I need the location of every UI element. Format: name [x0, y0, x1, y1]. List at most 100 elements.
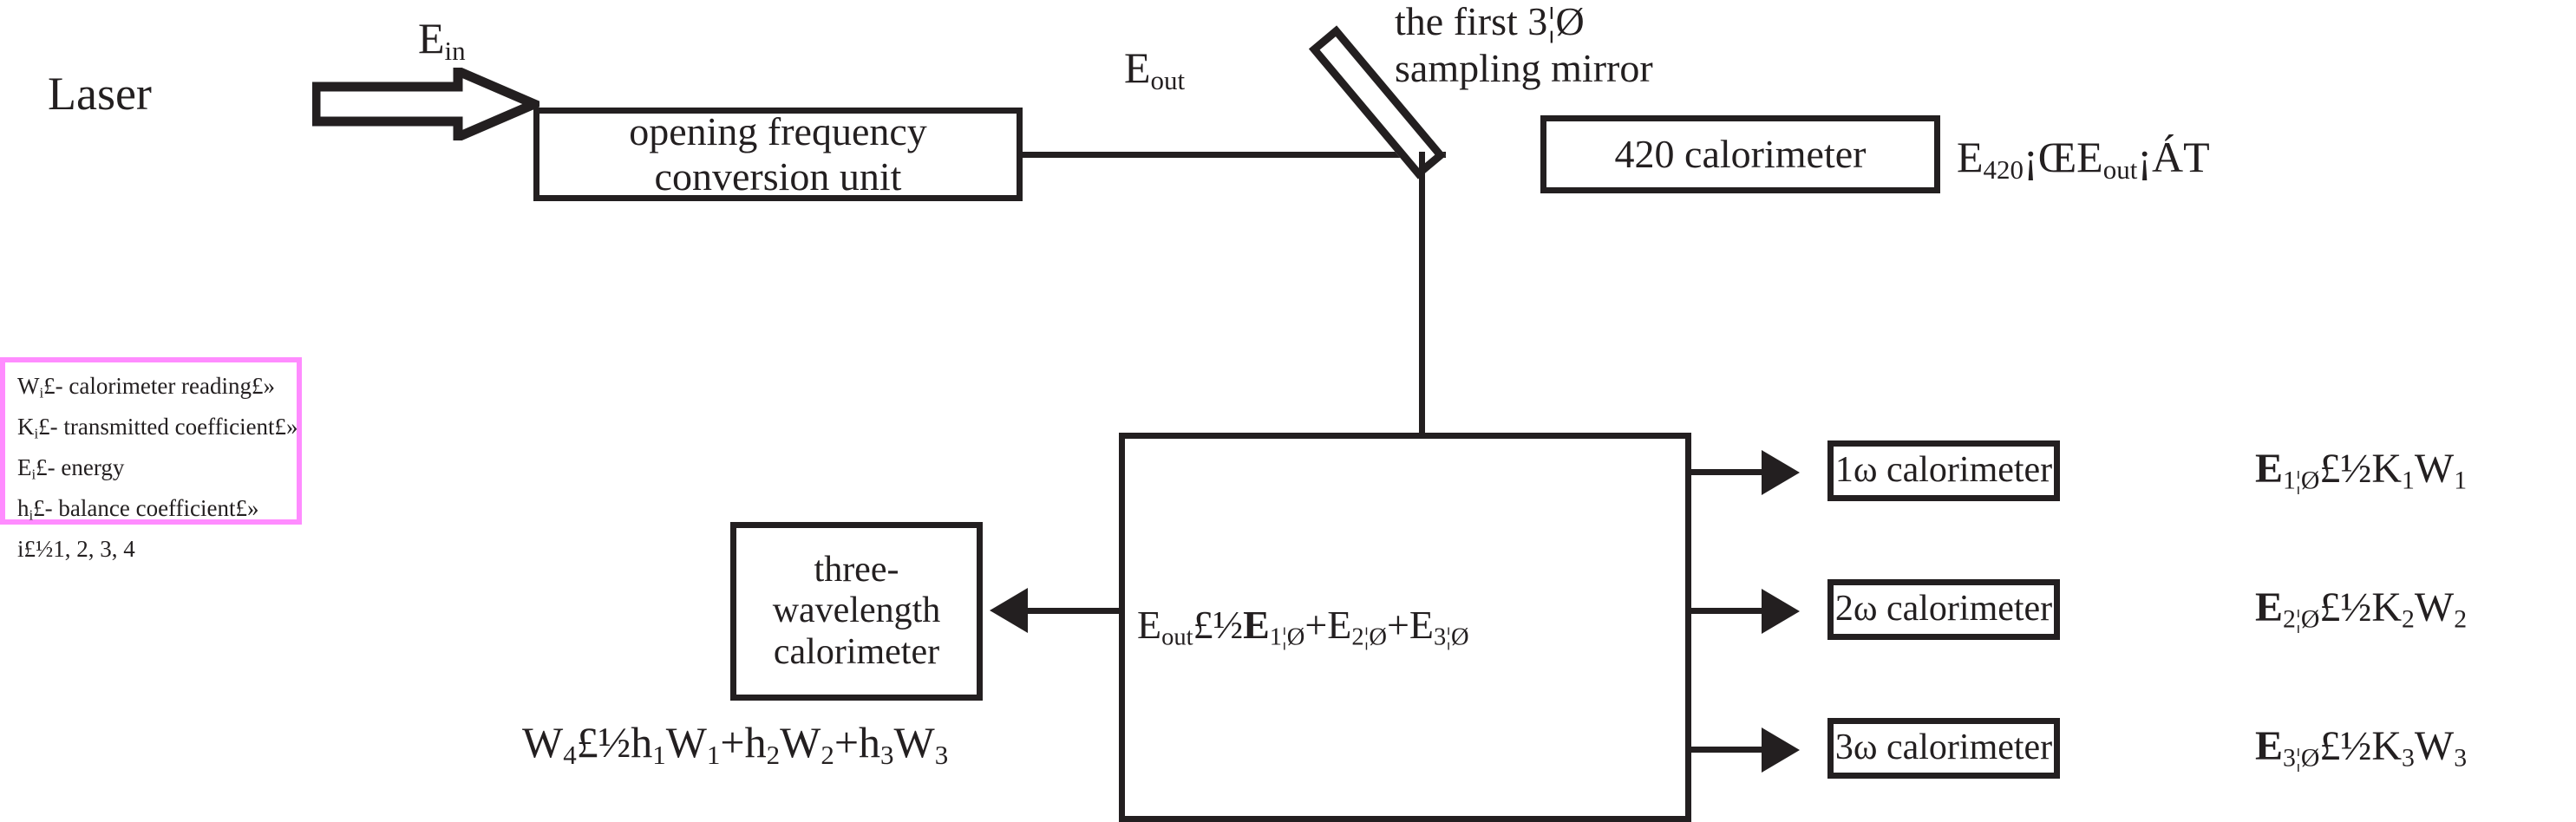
eq2w-K: K: [2371, 584, 2403, 630]
splitter-E-sub: out: [1161, 623, 1193, 651]
w4-equals: £½: [576, 718, 631, 767]
legend-symbol-h: h: [17, 495, 29, 522]
splitter-equals: £½: [1193, 603, 1244, 648]
arrowhead-to-1w: [1762, 450, 1800, 495]
calorimeter-1w-box[interactable]: 1ω calorimeter: [1827, 440, 2060, 501]
calorimeter-2w-box[interactable]: 2ω calorimeter: [1827, 579, 2060, 640]
output-energy-subscript: out: [1150, 65, 1186, 96]
laser-label-text: Laser: [48, 68, 152, 120]
legend-text-h: £- balance coefficient£»: [33, 495, 259, 522]
eq2w-W-sub: 2: [2454, 604, 2468, 634]
legend-item-index-range: i£½1, 2, 3, 4: [17, 538, 288, 561]
legend-item-calorimeter-reading: Wi£- calorimeter reading£»: [17, 375, 288, 401]
calorimeter-2w-equation: E2¦Ø£½K2W2: [2255, 584, 2468, 634]
legend-symbol-E: E: [17, 454, 32, 481]
legend-item-transmitted-coefficient: Ki£- transmitted coefficient£»: [17, 414, 298, 442]
w4-plus-2: +: [834, 718, 860, 767]
eq3w-K: K: [2371, 723, 2403, 769]
legend-item-balance-coefficient: hi£- balance coefficient£»: [17, 497, 288, 523]
splitter-E: E: [1137, 603, 1162, 648]
legend-text-K: £- transmitted coefficient£»: [38, 414, 298, 440]
splitter-term1-sym: E: [1243, 603, 1270, 648]
legend-symbol-i: i: [17, 536, 24, 563]
w4-W1-sub: 1: [706, 740, 721, 771]
link-splitter-to-three-wavelength: [1028, 608, 1121, 614]
w4-h2: h: [744, 718, 767, 767]
calorimeter-3w-box[interactable]: 3ω calorimeter: [1827, 718, 2060, 779]
conversion-output-energy-label: Eout: [1124, 45, 1185, 95]
splitter-term2-sub: 2¦Ø: [1351, 623, 1387, 651]
eq1w-W: W: [2414, 446, 2455, 492]
eq420-E: E: [1957, 133, 1984, 181]
calorimeter-420-equation: E420¡ŒEout¡ÁT: [1957, 134, 2210, 185]
calorimeter-1w-label: 1ω calorimeter: [1834, 450, 2053, 491]
w4-h3-sub: 3: [880, 740, 894, 771]
w4-h3: h: [859, 718, 881, 767]
eq3w-equals: £½: [2319, 723, 2372, 769]
w4-plus-1: +: [720, 718, 745, 767]
eq420-rel: ¡ŒE: [2024, 133, 2103, 181]
eq1w-E-sub: 1¦Ø: [2283, 466, 2320, 495]
link-splitter-to-3w: [1690, 747, 1766, 753]
laser-beam-block-arrow: [311, 63, 546, 145]
w4-h1-sub: 1: [652, 740, 666, 771]
eq1w-W-sub: 1: [2454, 466, 2468, 495]
eq2w-K-sub: 2: [2402, 604, 2415, 634]
calorimeter-1w-equation: E1¦Ø£½K1W1: [2255, 447, 2467, 494]
input-energy-symbol: E: [418, 14, 445, 62]
laser-label: Laser: [48, 69, 152, 119]
legend-symbol-W: W: [17, 373, 40, 399]
w4-W3-sub: 3: [934, 740, 949, 771]
legend-text-i: £½1, 2, 3, 4: [23, 536, 135, 563]
mirror-caption-line-2: sampling mirror: [1395, 46, 1653, 91]
three-wavelength-calorimeter-box[interactable]: three-wavelength calorimeter: [730, 522, 983, 701]
input-energy-subscript: in: [444, 36, 466, 67]
w4-h2-sub: 2: [766, 740, 781, 771]
eq2w-E-sub: 2¦Ø: [2283, 604, 2320, 634]
calorimeter-420-box[interactable]: 420 calorimeter: [1540, 115, 1940, 193]
eq1w-K: K: [2371, 446, 2403, 492]
eq420-out-sub: out: [2102, 154, 2138, 186]
eq2w-equals: £½: [2319, 584, 2372, 630]
calorimeter-3w-label: 3ω calorimeter: [1834, 727, 2053, 768]
sampling-mirror-caption: the first 3¦Ø sampling mirror: [1395, 0, 1653, 93]
block-arrow-icon: [311, 63, 546, 145]
eq3w-E: E: [2255, 723, 2284, 769]
energy-splitter-box[interactable]: Eout£½E1¦Ø+E2¦Ø+E3¦Ø: [1119, 433, 1691, 822]
link-splitter-to-1w: [1690, 469, 1766, 475]
input-energy-label: Ein: [418, 16, 466, 66]
eq3w-E-sub: 3¦Ø: [2283, 743, 2320, 773]
w4-W3: W: [893, 718, 935, 767]
beam-line-unit-to-mirror: [1017, 152, 1446, 158]
w4-lhs-sub: 4: [563, 740, 577, 771]
eq3w-W-sub: 3: [2454, 743, 2468, 773]
conversion-unit-label: opening frequency conversion unit: [629, 109, 927, 199]
w4-h1: h: [631, 718, 653, 767]
splitter-term1-sub: 1¦Ø: [1269, 623, 1305, 651]
legend-sub-E: i: [31, 466, 36, 483]
eq420-tail: ¡ÁT: [2137, 133, 2210, 181]
legend-symbol-K: K: [17, 414, 35, 440]
arrowhead-to-3w: [1762, 727, 1800, 773]
w4-W2: W: [780, 718, 821, 767]
mirror-caption-line-1: the first 3¦Ø: [1395, 0, 1585, 43]
legend-text-W: £- calorimeter reading£»: [43, 373, 276, 399]
arrowhead-to-three-wavelength: [990, 588, 1028, 633]
calorimeter-420-label: 420 calorimeter: [1614, 132, 1867, 177]
w4-W1: W: [665, 718, 707, 767]
legend-sub-W: i: [39, 384, 44, 401]
legend-sub-K: i: [34, 425, 39, 442]
eq2w-E: E: [2255, 584, 2284, 630]
eq2w-W: W: [2414, 584, 2455, 630]
splitter-term3-sym: E: [1409, 603, 1434, 648]
legend-item-energy: Ei£- energy: [17, 456, 288, 482]
w4-W2-sub: 2: [821, 740, 834, 771]
eq420-E-sub: 420: [1983, 154, 2024, 186]
link-splitter-to-2w: [1690, 608, 1766, 614]
splitter-equation: Eout£½E1¦Ø+E2¦Ø+E3¦Ø: [1137, 603, 1469, 651]
eq3w-W: W: [2414, 723, 2455, 769]
splitter-term3-sub: 3¦Ø: [1434, 623, 1469, 651]
opening-frequency-conversion-unit-box[interactable]: opening frequency conversion unit: [533, 108, 1023, 201]
three-wavelength-equation: W4£½h1W1+h2W2+h3W3: [522, 720, 948, 770]
